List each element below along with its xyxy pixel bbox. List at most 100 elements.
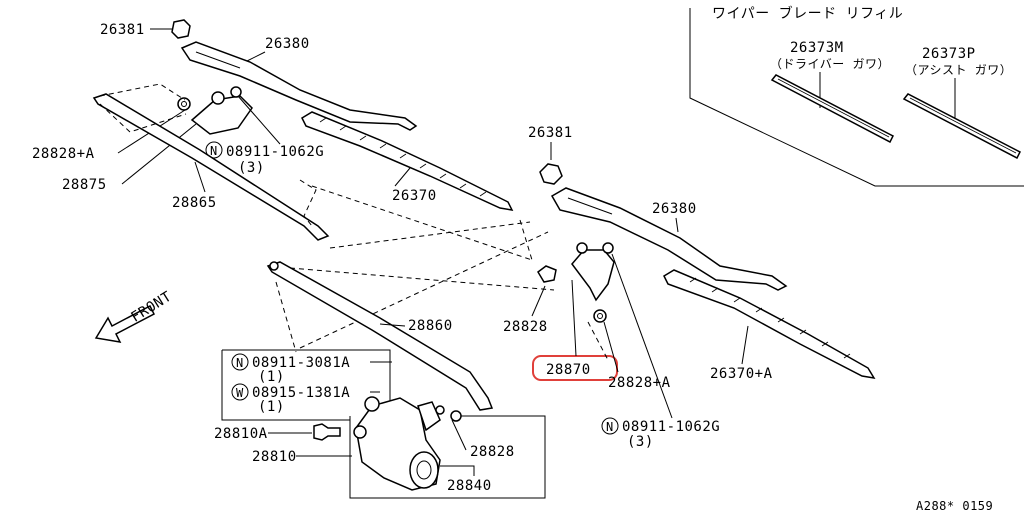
- pivot-right-washer[interactable]: [593, 309, 607, 323]
- bushing-mid-part[interactable]: [537, 265, 557, 283]
- callout-motor-assy[interactable]: 28840: [447, 478, 492, 494]
- arm-right-detail: [567, 197, 613, 215]
- leader-bushing-motor: [451, 419, 467, 451]
- marker-n-right: N: [606, 420, 614, 434]
- callout-bolt-motor[interactable]: 28810A: [214, 426, 268, 442]
- callout-pivot-a-right[interactable]: 28828+A: [608, 375, 671, 391]
- leader-pivot-a-right: [603, 321, 619, 373]
- refill-driver-groove: [777, 78, 890, 138]
- callout-rod-main[interactable]: 28860: [408, 318, 453, 334]
- callout-arm-left[interactable]: 26380: [265, 36, 310, 52]
- refill-section-title: ワイパー ブレード リフィル: [712, 5, 903, 22]
- diagram-code: A288* 0159: [916, 499, 993, 513]
- refill-assist-label: （アシスト ガワ）: [905, 63, 1012, 77]
- callout-bushing-motor[interactable]: 28828: [470, 444, 515, 460]
- motor-crank-bolt: [435, 405, 445, 415]
- dashed-conn-d: [519, 219, 533, 261]
- motor-box-top: [222, 349, 391, 410]
- leader-rod-left: [194, 161, 206, 193]
- motor-end-cap-inner: [416, 460, 432, 480]
- bolt-motor-part[interactable]: [313, 423, 341, 441]
- callout-nut-n-left[interactable]: 08911-1062G: [226, 144, 324, 160]
- callout-washer-w-motor[interactable]: 08915-1381A: [252, 385, 350, 401]
- wiper-blade-left[interactable]: [301, 111, 514, 211]
- marker-n-left-circle: [205, 141, 223, 159]
- motor-crank-bracket[interactable]: [417, 401, 441, 432]
- callout-nut-n-right[interactable]: 08911-1062G: [622, 419, 720, 435]
- marker-n-right-circle: [601, 417, 619, 435]
- leader-pivot-selected: [571, 279, 577, 357]
- blade-right-hatching: [689, 277, 851, 359]
- pivot-left-nut[interactable]: [230, 86, 242, 98]
- front-label: FRONT: [128, 289, 174, 326]
- dashed-link-left-top: [99, 83, 186, 101]
- leader-link-left: [121, 123, 197, 185]
- leader-blade-left: [394, 167, 411, 187]
- pivot-right-bracket[interactable]: [571, 249, 615, 302]
- refill-assist-groove: [909, 97, 1017, 154]
- drive-rod-main[interactable]: [266, 261, 494, 411]
- motor-box-left: [221, 350, 350, 421]
- callout-blade-left[interactable]: 26370: [392, 188, 437, 204]
- refill-driver-label: （ドライバー ガワ）: [770, 57, 890, 71]
- callout-nut-top[interactable]: 26381: [100, 22, 145, 38]
- motor-mount-top: [364, 396, 380, 412]
- marker-n-motor: N: [236, 356, 244, 370]
- callout-motor[interactable]: 28810: [252, 449, 297, 465]
- callout-blade-right[interactable]: 26370+A: [710, 366, 773, 382]
- callout-nut-mid[interactable]: 26381: [528, 125, 573, 141]
- front-arrow-icon: [94, 304, 155, 343]
- wiper-blade-right[interactable]: [663, 269, 876, 380]
- pivot-left-bushing[interactable]: [177, 97, 191, 111]
- callout-rod-left[interactable]: 28865: [172, 195, 217, 211]
- dashed-conn-c: [329, 221, 531, 249]
- dashed-link-left-bottom: [99, 103, 187, 133]
- arm-left-detail: [195, 51, 241, 69]
- nut-mid-part[interactable]: [539, 163, 563, 185]
- leader-nut-n-right: [611, 253, 673, 419]
- motor-end-cap: [409, 451, 439, 489]
- dashed-conn-b: [311, 185, 533, 261]
- rod-main-end-left: [269, 261, 279, 271]
- pivot-right-nut[interactable]: [602, 242, 614, 254]
- leader-bushing-mid: [531, 285, 546, 317]
- motor-assy-box: [349, 415, 546, 499]
- leader-rod-main: [379, 323, 406, 327]
- callout-nut-n-left-qty: (3): [238, 160, 265, 176]
- callout-nut-n-right-qty: (3): [627, 434, 654, 450]
- leader-motor-assy: [440, 465, 475, 476]
- pivot-left-bushing-hole: [181, 101, 187, 107]
- blade-left-hatching: [319, 117, 487, 197]
- callout-pivot-selected[interactable]: 28870: [546, 362, 591, 378]
- pivot-right-washer-hole: [597, 313, 603, 319]
- leader-nut-n-left: [237, 95, 281, 145]
- callout-nut-n-motor[interactable]: 08911-3081A: [252, 355, 350, 371]
- marker-w-motor-circle: [231, 383, 249, 401]
- callout-arm-right[interactable]: 26380: [652, 201, 697, 217]
- refill-driver-number[interactable]: 26373M: [790, 40, 844, 56]
- dashed-conn-a: [299, 179, 317, 227]
- callout-link-left[interactable]: 28875: [62, 177, 107, 193]
- callout-nut-n-motor-qty: (1): [258, 369, 285, 385]
- leader-pivot-selected-dash: [587, 321, 609, 361]
- dashed-conn-g: [289, 267, 555, 291]
- leader-blade-right: [741, 325, 749, 365]
- callout-bushing-mid[interactable]: 28828: [503, 319, 548, 335]
- bushing-motor-part[interactable]: [450, 410, 462, 422]
- refill-section-border: [689, 8, 1024, 187]
- dashed-conn-f: [299, 231, 549, 349]
- callout-pivot-a-left[interactable]: 28828+A: [32, 146, 95, 162]
- marker-w-motor: W: [236, 386, 244, 400]
- marker-n-motor-circle: [231, 353, 249, 371]
- leader-arm-right: [675, 217, 679, 233]
- wiper-arm-left[interactable]: [180, 41, 418, 131]
- pivot-right-shaft[interactable]: [576, 242, 588, 254]
- callout-washer-w-motor-qty: (1): [258, 399, 285, 415]
- pivot-left-shaft[interactable]: [211, 91, 225, 105]
- motor-mount-left: [353, 425, 367, 439]
- nut-top-part[interactable]: [171, 19, 191, 39]
- refill-assist-number[interactable]: 26373P: [922, 46, 976, 62]
- drive-rod-left[interactable]: [92, 93, 330, 241]
